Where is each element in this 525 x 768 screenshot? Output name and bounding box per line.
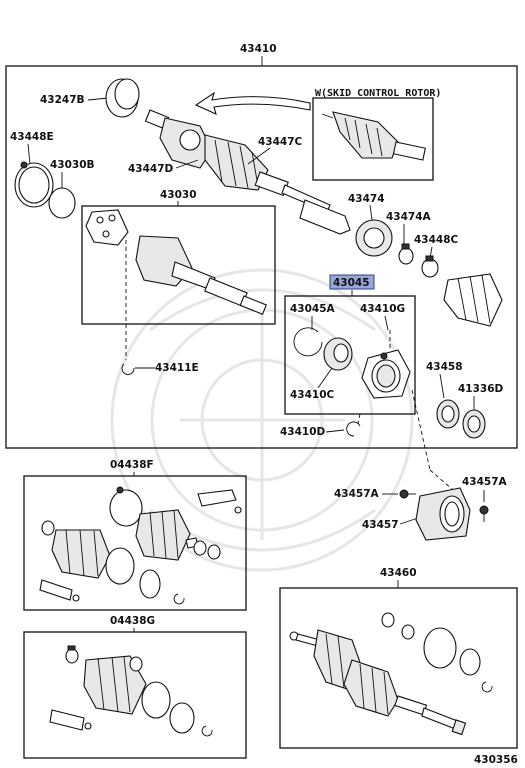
label-43030: 43030 (160, 189, 197, 201)
clamp-43448C (421, 255, 439, 278)
label-43448E: 43448E (10, 131, 54, 143)
boot-upper-right (443, 273, 503, 327)
label-43457A-left: 43457A (334, 488, 380, 500)
label-43410G: 43410G (360, 303, 405, 315)
direction-arrow (194, 91, 311, 115)
outer-joint-box-43460 (279, 587, 518, 749)
bracket-43410G (361, 349, 411, 399)
label-43411E: 43411E (155, 362, 199, 374)
label-43045[interactable]: 43045 (333, 277, 370, 289)
main-assembly-frame (5, 65, 518, 449)
label-43447C: 43447C (258, 136, 303, 148)
label-43030B: 43030B (50, 159, 95, 171)
label-04438F: 04438F (110, 459, 154, 471)
inner-joint-box-43030 (81, 205, 276, 325)
tripod-housing-43474 (355, 219, 393, 257)
seal-43458 (436, 399, 460, 429)
label-43410C: 43410C (290, 389, 335, 401)
label-43457: 43457 (362, 519, 399, 531)
bolt-43457A-left (399, 489, 416, 499)
boot-kit-box-04438F (23, 475, 247, 611)
label-04438G: 04438G (110, 615, 155, 627)
bearing-kit-box-43045 (284, 295, 416, 415)
label-43410D: 43410D (280, 426, 326, 438)
label-43247B: 43247B (40, 94, 85, 106)
snap-ring-43411E (121, 363, 135, 375)
clamp-43474A (398, 243, 414, 265)
label-43474A: 43474A (386, 211, 432, 223)
highlight-43045[interactable] (329, 274, 375, 290)
bolt-43457A-right (479, 505, 489, 522)
ring-43030B (48, 187, 76, 219)
drive-shaft-main (144, 109, 351, 235)
label-43045A: 43045A (290, 303, 336, 315)
label-43448C: 43448C (414, 234, 459, 246)
label-43457A-right: 43457A (462, 476, 508, 488)
skid-control-rotor-joint (321, 111, 426, 161)
label-43458: 43458 (426, 361, 463, 373)
label-41336D: 41336D (458, 383, 504, 395)
boot-kit-box-04438G (23, 631, 247, 759)
note-skid-control-rotor: W(SKID CONTROL ROTOR) (315, 88, 441, 99)
skid-control-rotor-box (312, 97, 434, 181)
boot-kit-04438G-parts (49, 645, 213, 737)
outer-joint-43460 (289, 612, 493, 736)
inner-joint-43030 (85, 209, 267, 315)
label-43460: 43460 (380, 567, 417, 579)
label-43410: 43410 (240, 43, 277, 55)
figure-number: 430356 (474, 754, 518, 766)
snap-ring-43410D (346, 421, 361, 437)
bearing-43410C (323, 337, 353, 371)
cap-43247B (105, 78, 140, 118)
seal-41336D (462, 409, 486, 439)
clamp-43448E (14, 161, 54, 208)
snap-ring-43045A (293, 327, 323, 357)
boot-kit-04438F-parts (39, 486, 242, 605)
label-43447D: 43447D (128, 163, 174, 175)
bearing-bracket-43457 (415, 487, 471, 541)
label-43474: 43474 (348, 193, 385, 205)
